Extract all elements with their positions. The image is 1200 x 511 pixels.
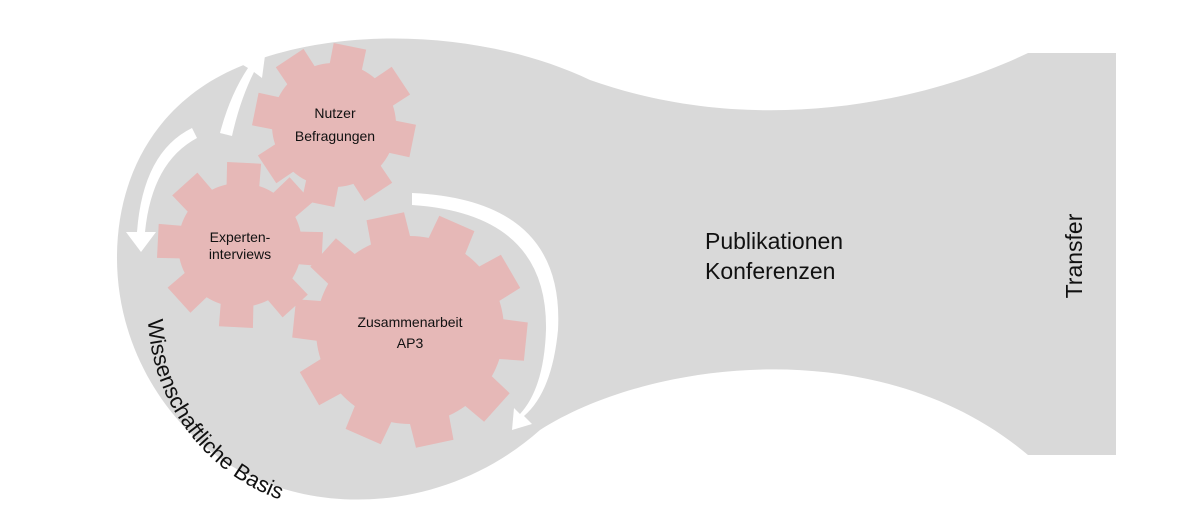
gear-icon <box>252 43 416 207</box>
gear-icon <box>292 212 528 448</box>
gear-label-experten: Experten- <box>210 229 271 245</box>
center-label-konferenzen: Konferenzen <box>705 258 835 284</box>
cycle-arrow-icon <box>126 128 197 252</box>
center-label-publikationen: Publikationen <box>705 228 843 254</box>
gear-label-nutzer: Nutzer <box>314 105 356 121</box>
gear-label-zusammenarbeit: Zusammenarbeit <box>357 314 462 330</box>
transfer-label: Transfer <box>1061 213 1087 298</box>
gear-label-befragungen: Befragungen <box>295 128 375 144</box>
gear-label-interviews: interviews <box>209 246 271 262</box>
cycle-arrow-icon <box>220 48 266 136</box>
gear-label-ap3: AP3 <box>397 335 424 351</box>
gear-icon <box>157 162 323 328</box>
